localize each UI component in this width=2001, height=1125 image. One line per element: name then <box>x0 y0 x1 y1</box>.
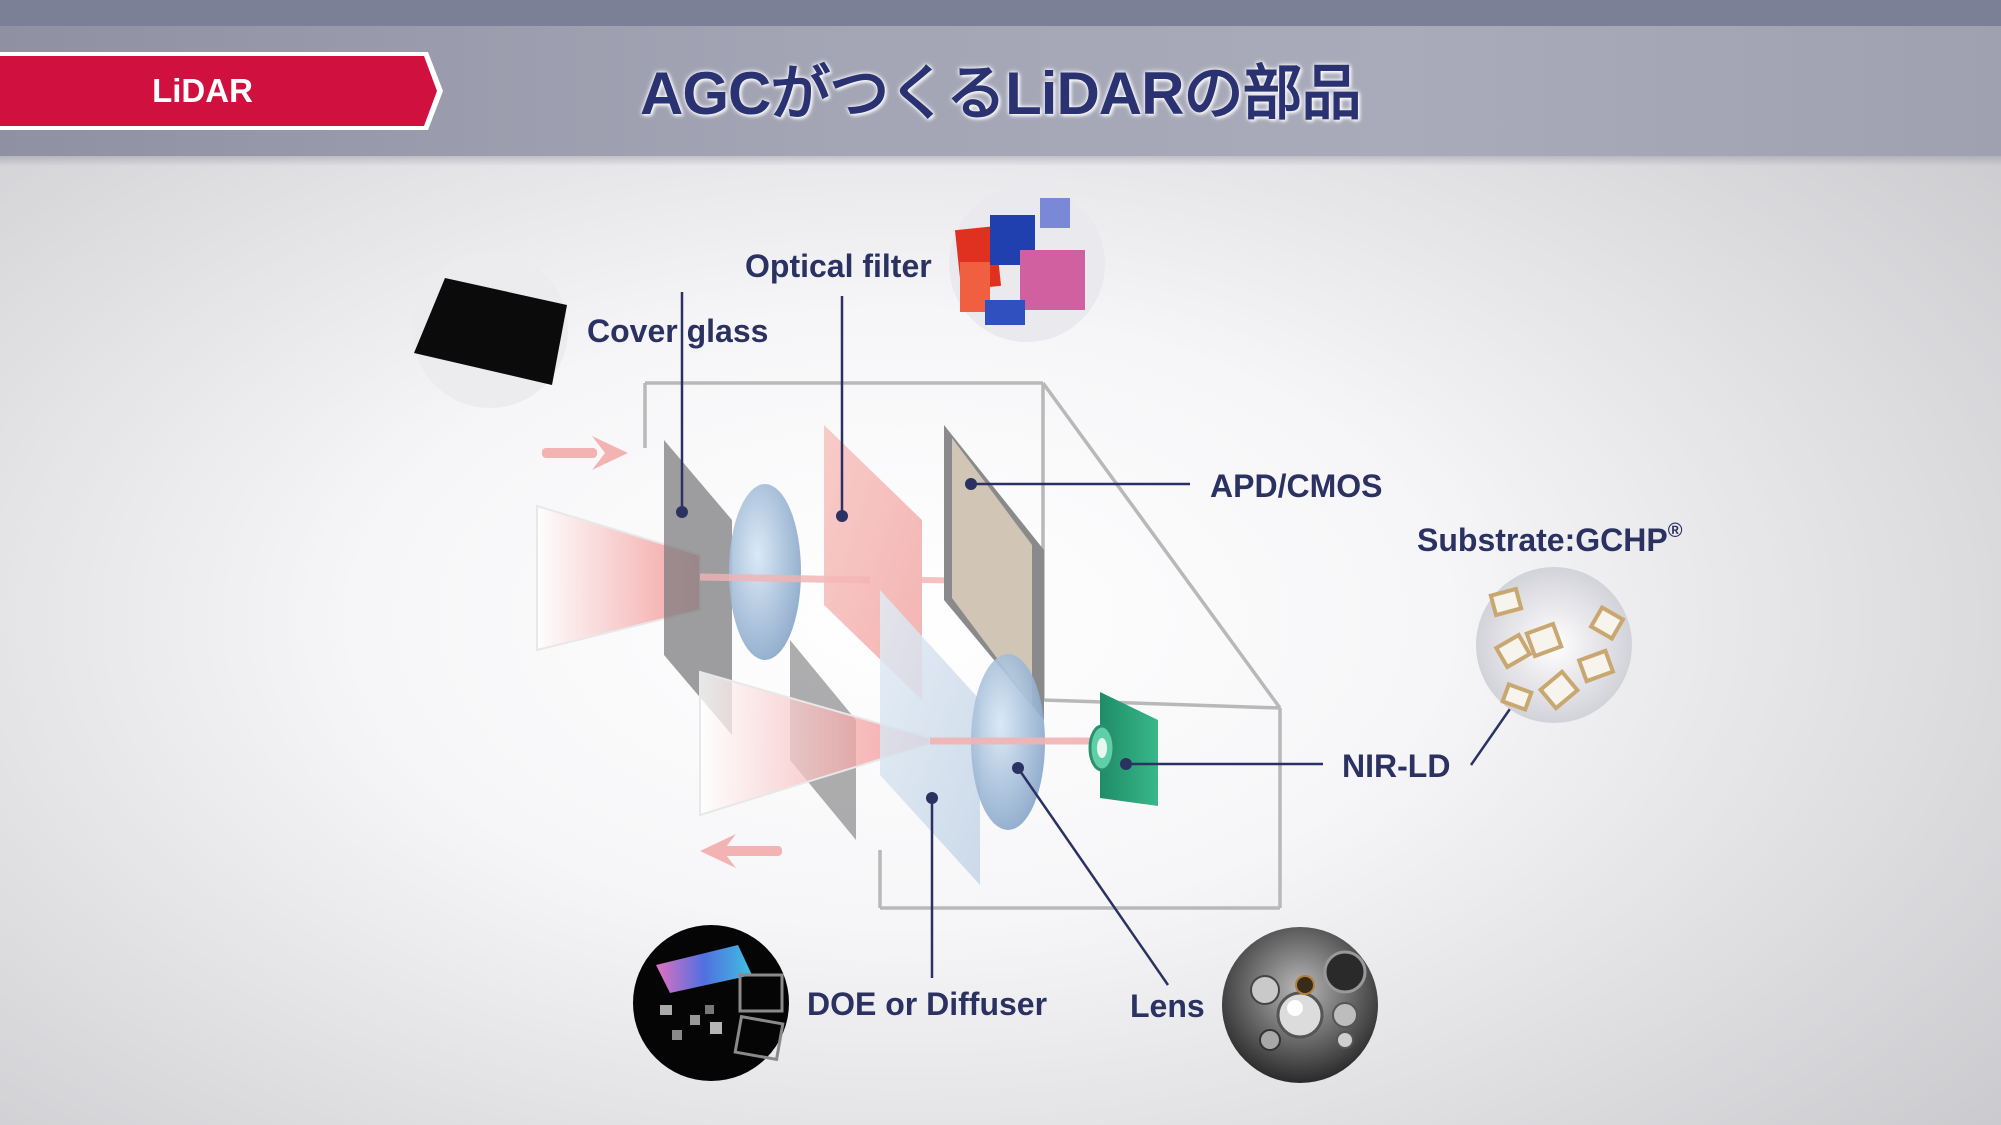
label-cover-glass: Cover glass <box>587 313 769 349</box>
lidar-housing <box>643 381 1282 910</box>
incoming-arrow <box>542 436 628 470</box>
page-title: AGCがつくるLiDARの部品 <box>640 60 1361 127</box>
label-lens: Lens <box>1130 988 1205 1024</box>
ceramic-substrates-icon <box>1476 567 1632 723</box>
label-doe-diffuser: DOE or Diffuser <box>807 986 1048 1022</box>
transmit-beam <box>700 672 930 815</box>
outgoing-arrow <box>700 834 782 868</box>
label-apd-cmos: APD/CMOS <box>1210 468 1383 504</box>
black-glass-plate-icon <box>412 252 568 408</box>
label-nir-ld: NIR-LD <box>1342 748 1451 784</box>
colored-filters-icon <box>949 186 1105 342</box>
lidar-tag: LiDAR <box>152 72 253 109</box>
label-optical-filter: Optical filter <box>745 248 932 284</box>
substrate-text: Substrate:GCHP <box>1417 522 1668 558</box>
nir-ld-board <box>1100 692 1158 806</box>
label-substrate: Substrate:GCHP® <box>1417 520 1683 559</box>
registered-mark: ® <box>1667 520 1683 542</box>
receive-beam <box>537 506 700 650</box>
lens-collection-icon <box>1222 927 1378 1083</box>
doe-chips-icon <box>633 925 789 1081</box>
lidar-tag-shape <box>0 52 443 130</box>
receive-lens <box>729 484 801 660</box>
top-bar <box>0 0 2001 26</box>
